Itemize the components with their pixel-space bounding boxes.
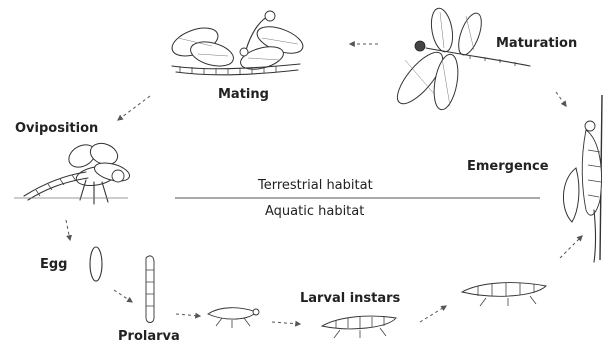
arrow-oviposition-to-egg	[66, 220, 70, 240]
arrow-larva-to-emergence	[560, 236, 582, 258]
dragonfly-adult-icon	[390, 7, 530, 112]
egg-icon	[90, 247, 102, 281]
arrow-larva-to-larva-3	[420, 306, 446, 322]
label-larval-instars: Larval instars	[300, 291, 401, 306]
arrow-larva-to-larva-2	[272, 322, 300, 324]
label-emergence: Emergence	[467, 159, 549, 174]
label-maturation: Maturation	[496, 36, 577, 51]
dragonfly-mating-icon	[168, 11, 306, 75]
arrow-egg-to-prolarva	[114, 290, 132, 302]
arrow-prolarva-to-larva	[176, 314, 200, 316]
label-prolarva: Prolarva	[118, 329, 180, 344]
arrow-emergence-to-maturation	[556, 92, 566, 106]
arrow-mating-to-oviposition	[118, 96, 150, 120]
dragonfly-ovipositing-icon	[14, 140, 131, 204]
label-mating: Mating	[218, 87, 269, 102]
dragonfly-emerging-icon	[563, 95, 602, 262]
label-egg: Egg	[40, 257, 68, 272]
prolarva-icon	[146, 256, 154, 323]
label-aquatic-habitat: Aquatic habitat	[265, 204, 364, 219]
label-oviposition: Oviposition	[15, 121, 98, 136]
label-terrestrial-habitat: Terrestrial habitat	[257, 178, 373, 193]
